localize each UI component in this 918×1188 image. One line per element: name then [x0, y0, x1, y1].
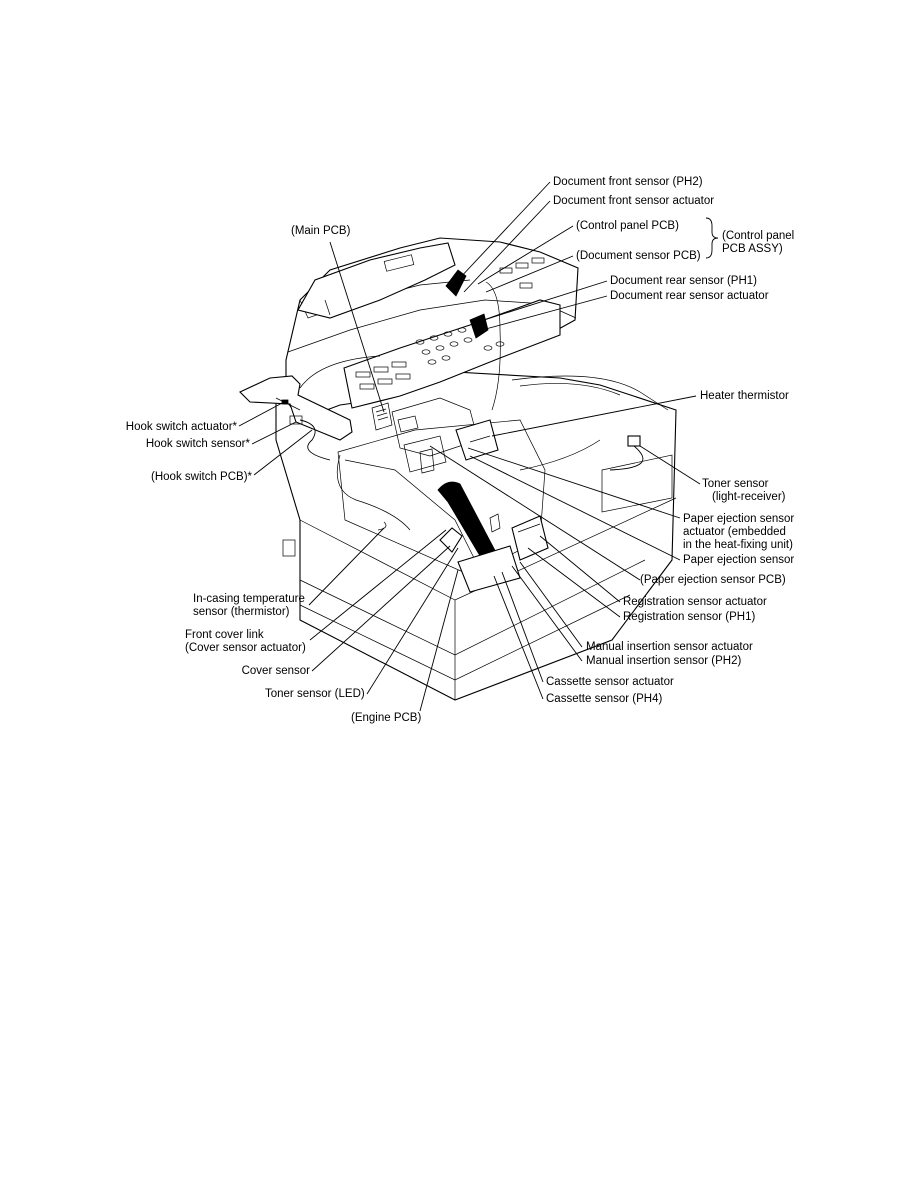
label-document-front-sensor-actuator: Document front sensor actuator [553, 195, 715, 207]
leader-hook-switch-pcb [253, 429, 313, 476]
label-main-pcb: (Main PCB) [291, 225, 351, 237]
control-panel-assy-brace [705, 217, 719, 259]
leader-manual-insertion-actuator [519, 561, 583, 648]
leader-heater-thermistor [491, 395, 697, 437]
label-heater-thermistor: Heater thermistor [700, 390, 789, 402]
leader-paper-ejection-actuator [467, 447, 681, 519]
leader-document-front-sensor [457, 181, 551, 281]
leader-cover-sensor [311, 545, 451, 672]
label-control-panel-pcb-assy-2: PCB ASSY) [722, 243, 783, 255]
body-badge [282, 539, 296, 557]
leader-document-rear-sensor-actuator [481, 295, 608, 331]
leader-hook-switch-sensor [251, 421, 297, 445]
label-document-front-sensor: Document front sensor (PH2) [553, 176, 703, 188]
leader-control-panel-pcb [477, 225, 574, 285]
leader-registration-sensor [527, 547, 621, 618]
leader-cassette-sensor-actuator [501, 571, 544, 683]
label-registration-sensor: Registration sensor (PH1) [623, 611, 756, 623]
leader-front-cover-link [309, 529, 447, 641]
label-cassette-sensor-actuator: Cassette sensor actuator [546, 676, 674, 688]
label-paper-ejection-sensor-pcb: (Paper ejection sensor PCB) [640, 574, 786, 586]
label-manual-insertion-sensor: Manual insertion sensor (PH2) [586, 655, 742, 667]
label-in-casing-temp-1: In-casing temperature [193, 593, 305, 605]
leader-registration-sensor-actuator [539, 535, 621, 603]
label-registration-sensor-actuator: Registration sensor actuator [623, 596, 767, 608]
label-toner-sensor-receiver-1: Toner sensor [702, 478, 769, 490]
paper-tray [297, 242, 456, 319]
label-manual-insertion-actuator: Manual insertion sensor actuator [586, 641, 753, 653]
label-hook-switch-actuator: Hook switch actuator* [125, 421, 237, 433]
label-document-rear-sensor: Document rear sensor (PH1) [610, 275, 757, 287]
label-toner-sensor-receiver-2: (light-receiver) [712, 491, 786, 503]
leader-cassette-sensor [493, 575, 544, 700]
leader-paper-ejection-sensor-pcb [429, 445, 641, 581]
control-panel [343, 299, 561, 409]
leader-hook-switch-actuator [238, 401, 285, 427]
leader-paper-ejection-sensor [469, 455, 681, 561]
panel-buttons [355, 257, 545, 390]
label-front-cover-link-2: (Cover sensor actuator) [185, 642, 306, 654]
label-paper-ejection-sensor: Paper ejection sensor [683, 554, 795, 566]
label-control-panel-pcb: (Control panel PCB) [576, 220, 679, 232]
leader-document-sensor-pcb [485, 255, 574, 293]
leader-in-casing-temp [308, 527, 385, 606]
label-toner-sensor-led: Toner sensor (LED) [265, 688, 365, 700]
leader-document-front-sensor-actuator [463, 200, 551, 293]
leader-toner-sensor-receiver [639, 445, 701, 485]
leader-main-pcb [329, 241, 385, 413]
label-document-rear-sensor-actuator: Document rear sensor actuator [610, 290, 769, 302]
label-front-cover-link-1: Front cover link [185, 629, 264, 641]
leader-engine-pcb [419, 569, 459, 712]
label-control-panel-pcb-assy-1: (Control panel [722, 230, 795, 242]
label-paper-ejection-actuator-3: in the heat-fixing unit) [683, 539, 793, 551]
leader-manual-insertion-sensor [511, 565, 583, 662]
label-hook-switch-pcb: (Hook switch PCB)* [151, 471, 252, 483]
label-document-sensor-pcb: (Document sensor PCB) [576, 250, 701, 262]
label-in-casing-temp-2: sensor (thermistor) [193, 606, 290, 618]
label-paper-ejection-actuator-2: actuator (embedded [683, 526, 786, 538]
label-hook-switch-sensor: Hook switch sensor* [145, 438, 250, 450]
label-paper-ejection-actuator-1: Paper ejection sensor [683, 513, 795, 525]
leader-toner-sensor-led [366, 547, 459, 695]
label-cover-sensor: Cover sensor [241, 665, 310, 677]
label-engine-pcb: (Engine PCB) [351, 712, 422, 724]
leader-document-rear-sensor [483, 280, 608, 321]
label-cassette-sensor: Cassette sensor (PH4) [546, 693, 663, 705]
